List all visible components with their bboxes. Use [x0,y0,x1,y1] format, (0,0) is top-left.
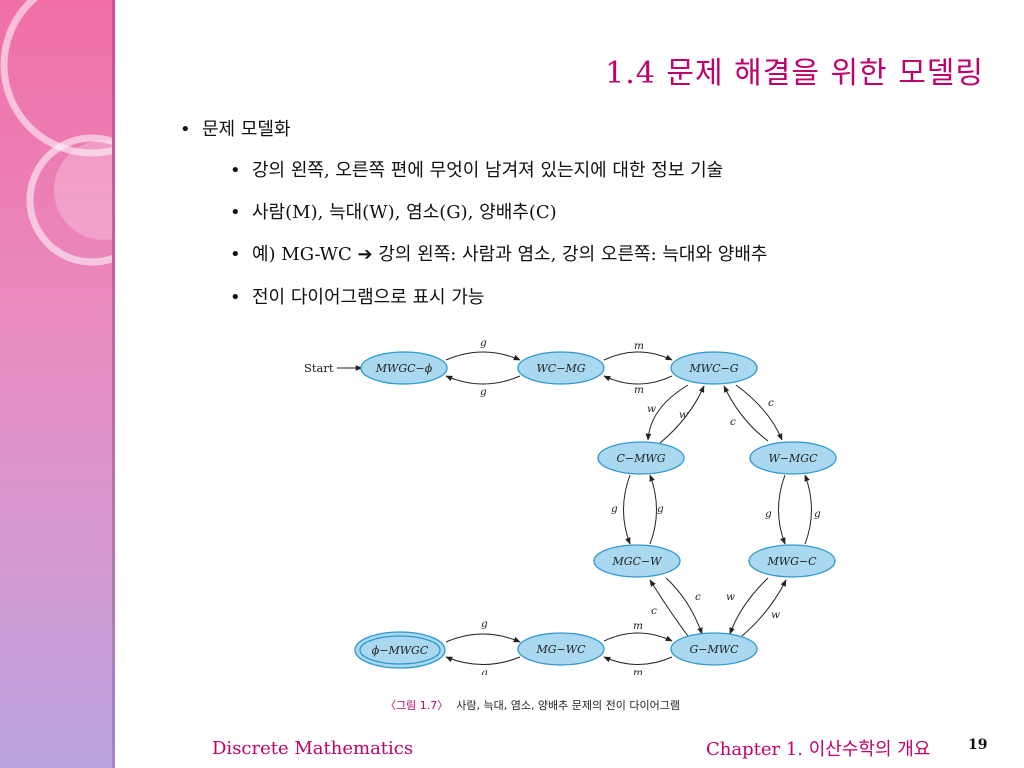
transition-diagram: Start g g m m w w c c g g g g c c w w g … [300,330,840,679]
edge-n9-n8 [445,656,521,665]
edge-label: m [634,384,644,396]
figure-caption: 〈그림 1.7〉 사람, 늑대, 염소, 양배추 문제의 전이 다이어그램 [385,697,680,713]
edge-n9-n10 [603,632,673,642]
edge-n10-n7 [741,579,787,637]
edge-label: w [647,403,656,415]
figure-number: 〈그림 1.7〉 [385,699,449,712]
edge-label: c [730,416,736,428]
final-state-node: ϕ−MWGC [354,631,446,669]
edge-n2-n1 [445,375,521,385]
edge-n3-n5 [735,384,783,441]
edge-label: g [481,618,488,630]
transition-diagram-svg: Start g g m m w w c c g g g g c c w w g … [304,337,837,679]
edge-label: w [679,409,688,421]
edge-label: m [633,667,643,675]
edge-n10-n6 [649,579,689,637]
state-label: ϕ−MWGC [372,644,429,657]
state-node: MWG−C [748,544,836,578]
bullet-item: • 강의 왼쪽, 오른쪽 편에 무엇이 남겨져 있는지에 대한 정보 기술 [230,156,723,182]
edge-label: c [651,605,657,617]
state-node: MG−WC [517,632,605,666]
decorative-sidebar [0,0,114,768]
bullet-marker: • [230,287,241,308]
state-node: G−MWC [670,632,758,666]
edge-n6-n10 [665,577,703,635]
state-label: G−MWC [690,643,740,656]
bullet-marker: • [230,202,241,223]
edge-n5-n3 [723,385,769,442]
edge-label: g [480,386,487,398]
edge-label: g [814,508,821,520]
figure-caption-text: 사람, 늑대, 염소, 양배추 문제의 전이 다이어그램 [456,699,680,712]
start-label: Start [304,361,334,375]
edge-label: w [771,609,780,621]
edge-label: c [695,591,701,603]
state-node: W−MGC [749,441,837,475]
state-node: WC−MG [517,351,605,385]
bullet-item: • 예) MG-WC ➔ 강의 왼쪽: 사람과 염소, 강의 오른쪽: 늑대와 양… [230,240,767,266]
state-label: WC−MG [537,362,586,375]
edge-n7-n5 [804,474,812,545]
edge-n7-n10 [729,577,769,635]
page-number: 19 [968,737,988,753]
edge-n10-n9 [603,656,673,665]
edge-n3-n2 [603,375,673,385]
sidebar-divider [112,0,115,768]
edge-n4-n6 [623,474,631,545]
bullet-item: • 전이 다이어그램으로 표시 가능 [230,283,484,309]
edge-n1-n2 [445,351,521,361]
edge-label: m [634,340,644,352]
state-node: C−MWG [597,441,685,475]
state-label: MWC−G [689,362,739,375]
state-node: MWGC−ϕ [360,351,448,385]
bullet-text: 전이 다이어그램으로 표시 가능 [252,287,485,308]
bullet-text: 문제 모델화 [202,119,291,140]
state-label: C−MWG [617,452,666,465]
edge-n5-n7 [778,474,786,545]
footer-course-name: Discrete Mathematics [212,738,414,759]
decorative-rings [0,0,114,266]
edge-label: g [611,503,618,515]
bullet-item: • 문제 모델화 [180,115,291,141]
edge-n2-n3 [603,351,673,361]
edge-n6-n4 [649,474,657,545]
edge-label: g [480,337,487,349]
edge-label: g [481,667,488,675]
state-label: MG−WC [536,643,587,656]
edge-label: w [726,591,735,603]
edge-n8-n9 [445,633,521,643]
edge-label: m [633,620,643,632]
edge-label: c [768,397,774,409]
edge-n3-n4 [645,384,689,441]
slide-title: 1.4 문제 해결을 위한 모델링 [605,56,984,91]
edge-label: g [765,508,772,520]
state-label: W−MGC [769,452,819,465]
bullet-text: 강의 왼쪽, 오른쪽 편에 무엇이 남겨져 있는지에 대한 정보 기술 [252,160,724,181]
bullet-marker: • [230,160,241,181]
bullet-item: • 사람(M), 늑대(W), 염소(G), 양배추(C) [230,198,557,224]
bullet-text: 예) MG-WC ➔ 강의 왼쪽: 사람과 염소, 강의 오른쪽: 늑대와 양배… [252,244,768,265]
state-label: MWGC−ϕ [375,362,433,375]
bullet-marker: • [180,119,191,140]
state-node: MWC−G [670,351,758,385]
state-node: MGC−W [593,544,681,578]
bullet-text: 사람(M), 늑대(W), 염소(G), 양배추(C) [252,202,557,223]
edge-n4-n3 [659,385,705,444]
state-label: MWG−C [767,555,818,568]
edge-label: g [657,503,664,515]
bullet-marker: • [230,244,241,265]
state-label: MGC−W [612,555,664,568]
footer-chapter: Chapter 1. 이산수학의 개요 [706,739,931,760]
